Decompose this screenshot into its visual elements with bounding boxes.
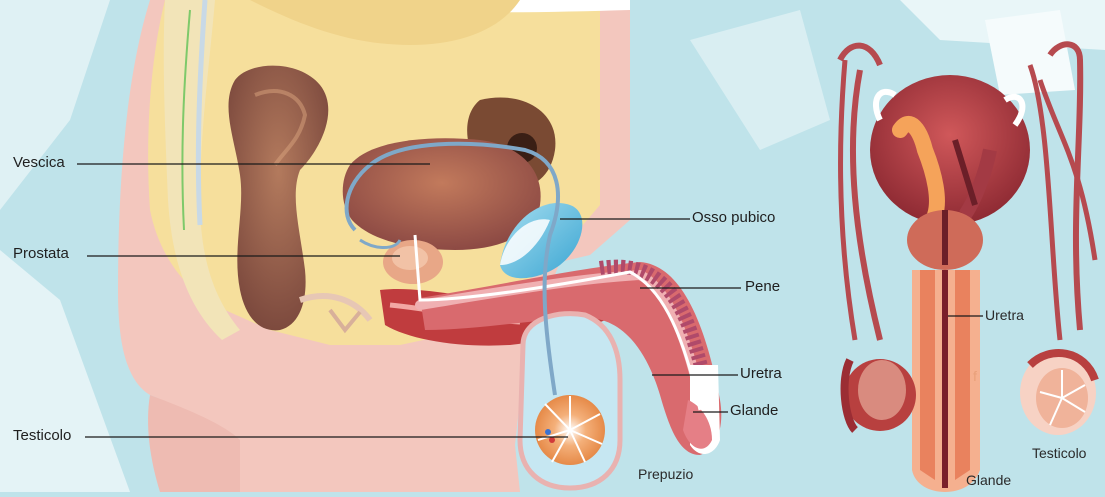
frontal-body <box>840 44 1096 492</box>
label-prostata: Prostata <box>13 246 69 262</box>
label-frontal-fragment: f <box>973 368 977 384</box>
label-uretra: Uretra <box>740 366 782 382</box>
label-prepuzio: Prepuzio <box>638 466 693 482</box>
label-osso-pubico: Osso pubico <box>692 210 775 226</box>
label-pene: Pene <box>745 279 780 295</box>
label-frontal-uretra: Uretra <box>985 307 1024 323</box>
sagittal-body <box>118 0 721 492</box>
label-vescica: Vescica <box>13 155 65 171</box>
label-frontal-testicolo: Testicolo <box>1032 445 1086 461</box>
label-testicolo: Testicolo <box>13 428 71 444</box>
label-glande: Glande <box>730 403 778 419</box>
label-frontal-glande: Glande <box>966 472 1011 488</box>
